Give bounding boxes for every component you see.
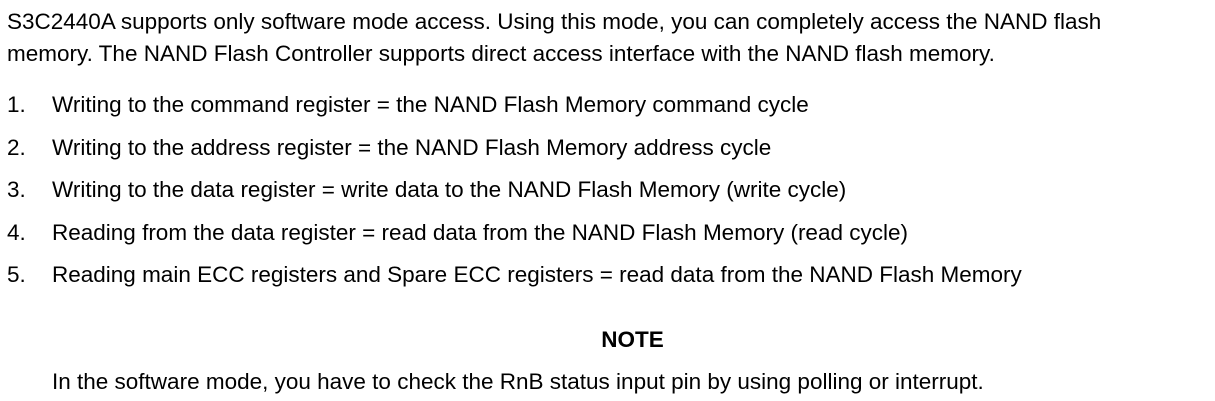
note-text: In the software mode, you have to check … [52, 369, 984, 394]
note-heading: NOTE [601, 327, 664, 352]
intro-paragraph: S3C2440A supports only software mode acc… [7, 6, 1212, 70]
list-item-number: 1. [7, 92, 26, 117]
list-item-text: Reading from the data register = read da… [52, 219, 908, 245]
list-item-text: Writing to the data register = write dat… [52, 177, 847, 202]
list-item-number: 3. [7, 177, 26, 202]
list-item-text: Reading main ECC registers and Spare ECC… [52, 262, 1022, 287]
list-item-number: 2. [7, 134, 26, 160]
intro-line-2: memory. The NAND Flash Controller suppor… [7, 41, 995, 66]
list-item-text: Writing to the address register = the NA… [52, 134, 772, 160]
list-item-number: 5. [7, 262, 26, 287]
list-item-text: Writing to the command register = the NA… [52, 92, 809, 117]
list-item-number: 4. [7, 219, 26, 245]
intro-line-1: S3C2440A supports only software mode acc… [7, 9, 1102, 34]
